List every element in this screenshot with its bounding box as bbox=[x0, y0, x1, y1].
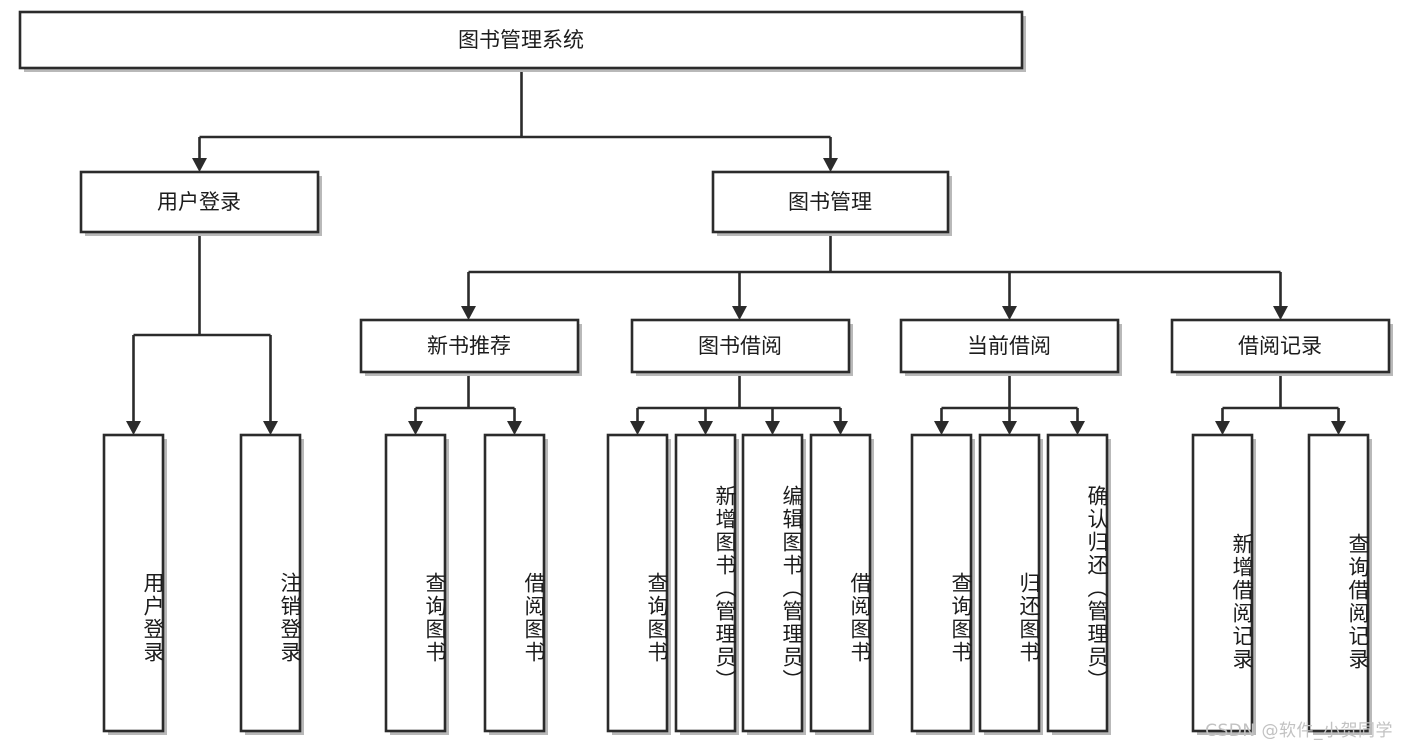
arrowhead-new-book-recommend bbox=[461, 306, 476, 320]
arrowhead-query-book-2 bbox=[630, 421, 645, 435]
node-book-manage-label: 图书管理 bbox=[788, 190, 872, 214]
node-leaf-query-book-1[interactable] bbox=[384, 433, 447, 733]
arrowhead-borrow-record bbox=[1273, 306, 1288, 320]
node-user-login-label: 用户登录 bbox=[157, 190, 241, 214]
arrowhead-confirm-return bbox=[1070, 421, 1085, 435]
node-leaf-logout[interactable] bbox=[239, 433, 302, 733]
csdn-watermark: CSDN @软件_小贺同学 bbox=[1205, 721, 1393, 741]
node-leaf-edit-book[interactable] bbox=[741, 433, 804, 733]
node-user-login[interactable] bbox=[79, 170, 320, 234]
node-leaf-borrow-book-1[interactable] bbox=[483, 433, 546, 733]
arrowhead-user-login bbox=[192, 158, 207, 172]
node-leaf-query-book-2[interactable] bbox=[606, 433, 669, 733]
arrowhead-book-borrow bbox=[732, 306, 747, 320]
arrowhead-leaf-user-login bbox=[126, 421, 141, 435]
arrowhead-add-record bbox=[1215, 421, 1230, 435]
node-leaf-return-book[interactable] bbox=[978, 433, 1041, 733]
node-book-borrow[interactable] bbox=[630, 318, 851, 374]
arrowhead-borrow-book-2 bbox=[833, 421, 848, 435]
arrowhead-return-book bbox=[1002, 421, 1017, 435]
node-root[interactable] bbox=[18, 10, 1024, 70]
arrowhead-query-record bbox=[1331, 421, 1346, 435]
node-leaf-add-book[interactable] bbox=[674, 433, 737, 733]
arrowhead-query-book-3 bbox=[934, 421, 949, 435]
node-current-borrow-label: 当前借阅 bbox=[967, 334, 1051, 358]
arrowhead-add-book bbox=[698, 421, 713, 435]
node-layer: 图书管理系统 用户登录 图书管理 新书推荐 图书借阅 当前借阅 借阅记录 bbox=[18, 10, 1393, 735]
node-borrow-record[interactable] bbox=[1170, 318, 1391, 374]
arrowhead-borrow-book-1 bbox=[507, 421, 522, 435]
node-root-label: 图书管理系统 bbox=[458, 28, 584, 52]
node-leaf-user-login[interactable] bbox=[102, 433, 165, 733]
node-leaf-confirm-return[interactable] bbox=[1046, 433, 1109, 733]
arrowhead-query-book-1 bbox=[408, 421, 423, 435]
node-leaf-add-record[interactable] bbox=[1191, 433, 1254, 733]
node-new-book-recommend-label: 新书推荐 bbox=[427, 334, 511, 358]
node-current-borrow[interactable] bbox=[899, 318, 1120, 374]
node-leaf-query-record[interactable] bbox=[1307, 433, 1370, 733]
connector-layer bbox=[126, 68, 1346, 435]
arrowhead-edit-book bbox=[765, 421, 780, 435]
arrowhead-book-manage bbox=[823, 158, 838, 172]
arrowhead-leaf-logout bbox=[263, 421, 278, 435]
node-book-borrow-label: 图书借阅 bbox=[698, 334, 782, 358]
node-leaf-borrow-book-2[interactable] bbox=[809, 433, 872, 733]
node-borrow-record-label: 借阅记录 bbox=[1238, 334, 1322, 358]
node-book-manage[interactable] bbox=[711, 170, 950, 234]
node-new-book-recommend[interactable] bbox=[359, 318, 580, 374]
node-leaf-query-book-3[interactable] bbox=[910, 433, 973, 733]
arrowhead-current-borrow bbox=[1002, 306, 1017, 320]
